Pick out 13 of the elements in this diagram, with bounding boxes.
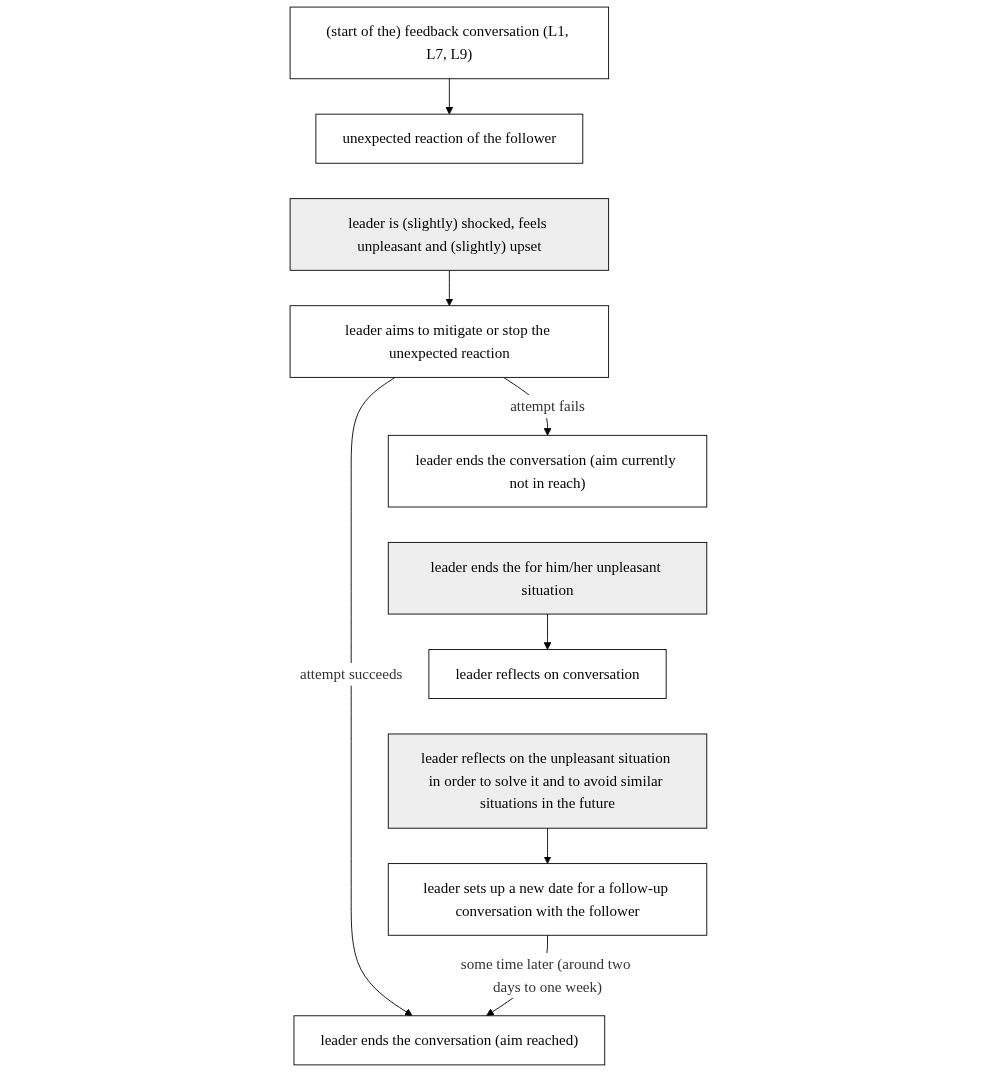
node-box: leader reflects on conversation (428, 649, 667, 699)
node-box: leader reflects on the unpleasant situation in order to solve it and to avoid similar situations in the future (387, 733, 708, 829)
node-box: leader sets up a new date for a follow-up conversation with the follower (387, 863, 708, 936)
edge-label: attempt succeeds (300, 665, 403, 683)
node-box: leader aims to mitigate or stop the unexpected reaction (289, 305, 610, 378)
edge-label: attempt fails (510, 397, 585, 415)
node-box: leader ends the conversation (aim reached) (293, 1015, 606, 1066)
node-box: (start of the) feedback conversation (L1, L7, L9) (289, 6, 610, 80)
node-box: unexpected reaction of the follower (315, 113, 584, 164)
node-box: leader ends the for him/her unpleasant situation (387, 541, 708, 615)
edge-label: some time later (around two days to one week) (460, 955, 631, 995)
node-box: leader ends the conversation (aim currently not in reach) (387, 434, 708, 508)
node-box: leader is (slightly) shocked, feels unpleasant and (slightly) upset (289, 198, 610, 271)
